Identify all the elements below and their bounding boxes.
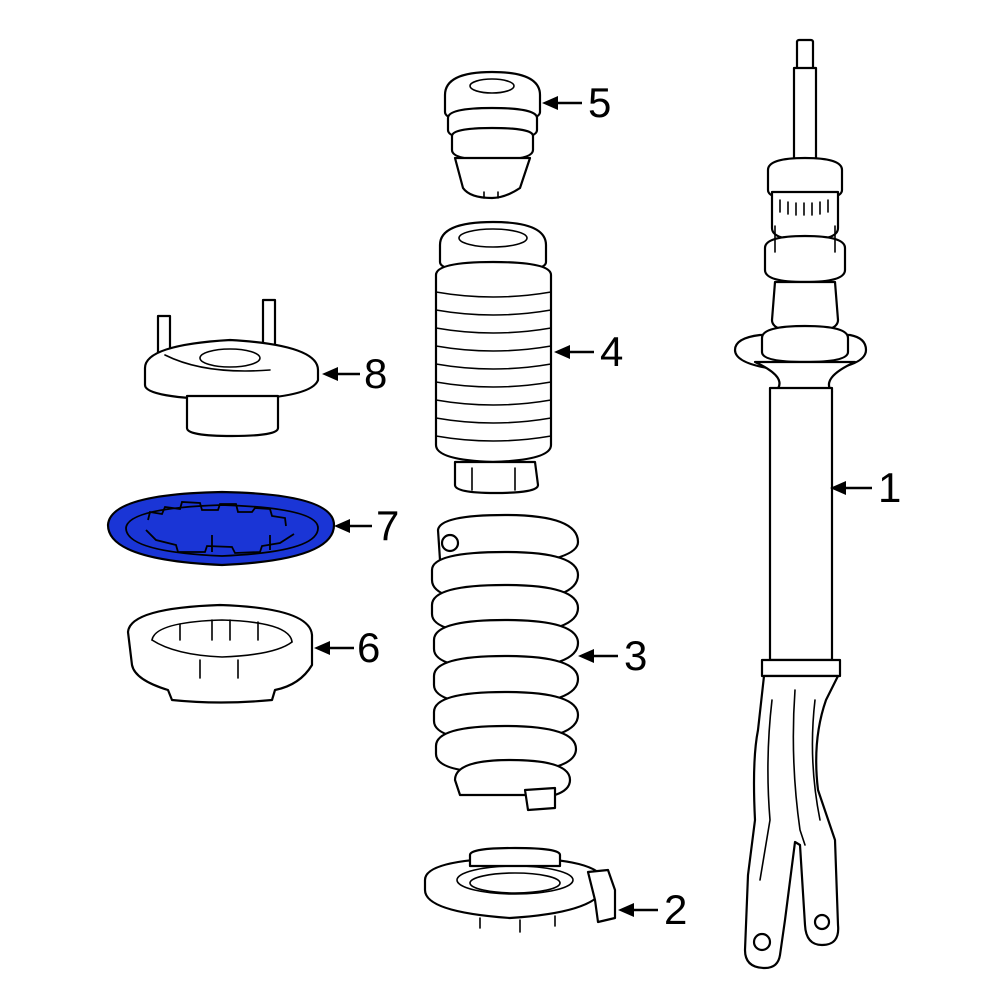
callout-label-3: 3 (624, 632, 647, 679)
callout-8: 8 (322, 350, 387, 397)
callout-label-2: 2 (664, 886, 687, 933)
callout-label-5: 5 (588, 79, 611, 126)
callout-label-8: 8 (364, 350, 387, 397)
callout-6: 6 (314, 624, 380, 671)
lower-spring-seat[interactable] (423, 846, 617, 933)
callout-3: 3 (578, 632, 647, 679)
callout-7: 7 (334, 502, 399, 549)
callout-label-7: 7 (376, 502, 399, 549)
callout-2: 2 (618, 886, 687, 933)
callout-5: 5 (542, 79, 611, 126)
strut-assembly[interactable] (733, 38, 868, 970)
spring-insulator[interactable] (106, 490, 336, 567)
upper-spring-seat[interactable] (126, 603, 314, 704)
bump-stop[interactable] (443, 70, 542, 200)
callout-1: 1 (830, 464, 901, 511)
callout-label-1: 1 (878, 464, 901, 511)
callout-4: 4 (554, 328, 623, 375)
strut-mount[interactable] (143, 298, 320, 438)
callout-label-4: 4 (600, 328, 623, 375)
callout-label-6: 6 (357, 624, 380, 671)
dust-boot[interactable] (434, 220, 553, 495)
coil-spring[interactable] (430, 513, 580, 812)
